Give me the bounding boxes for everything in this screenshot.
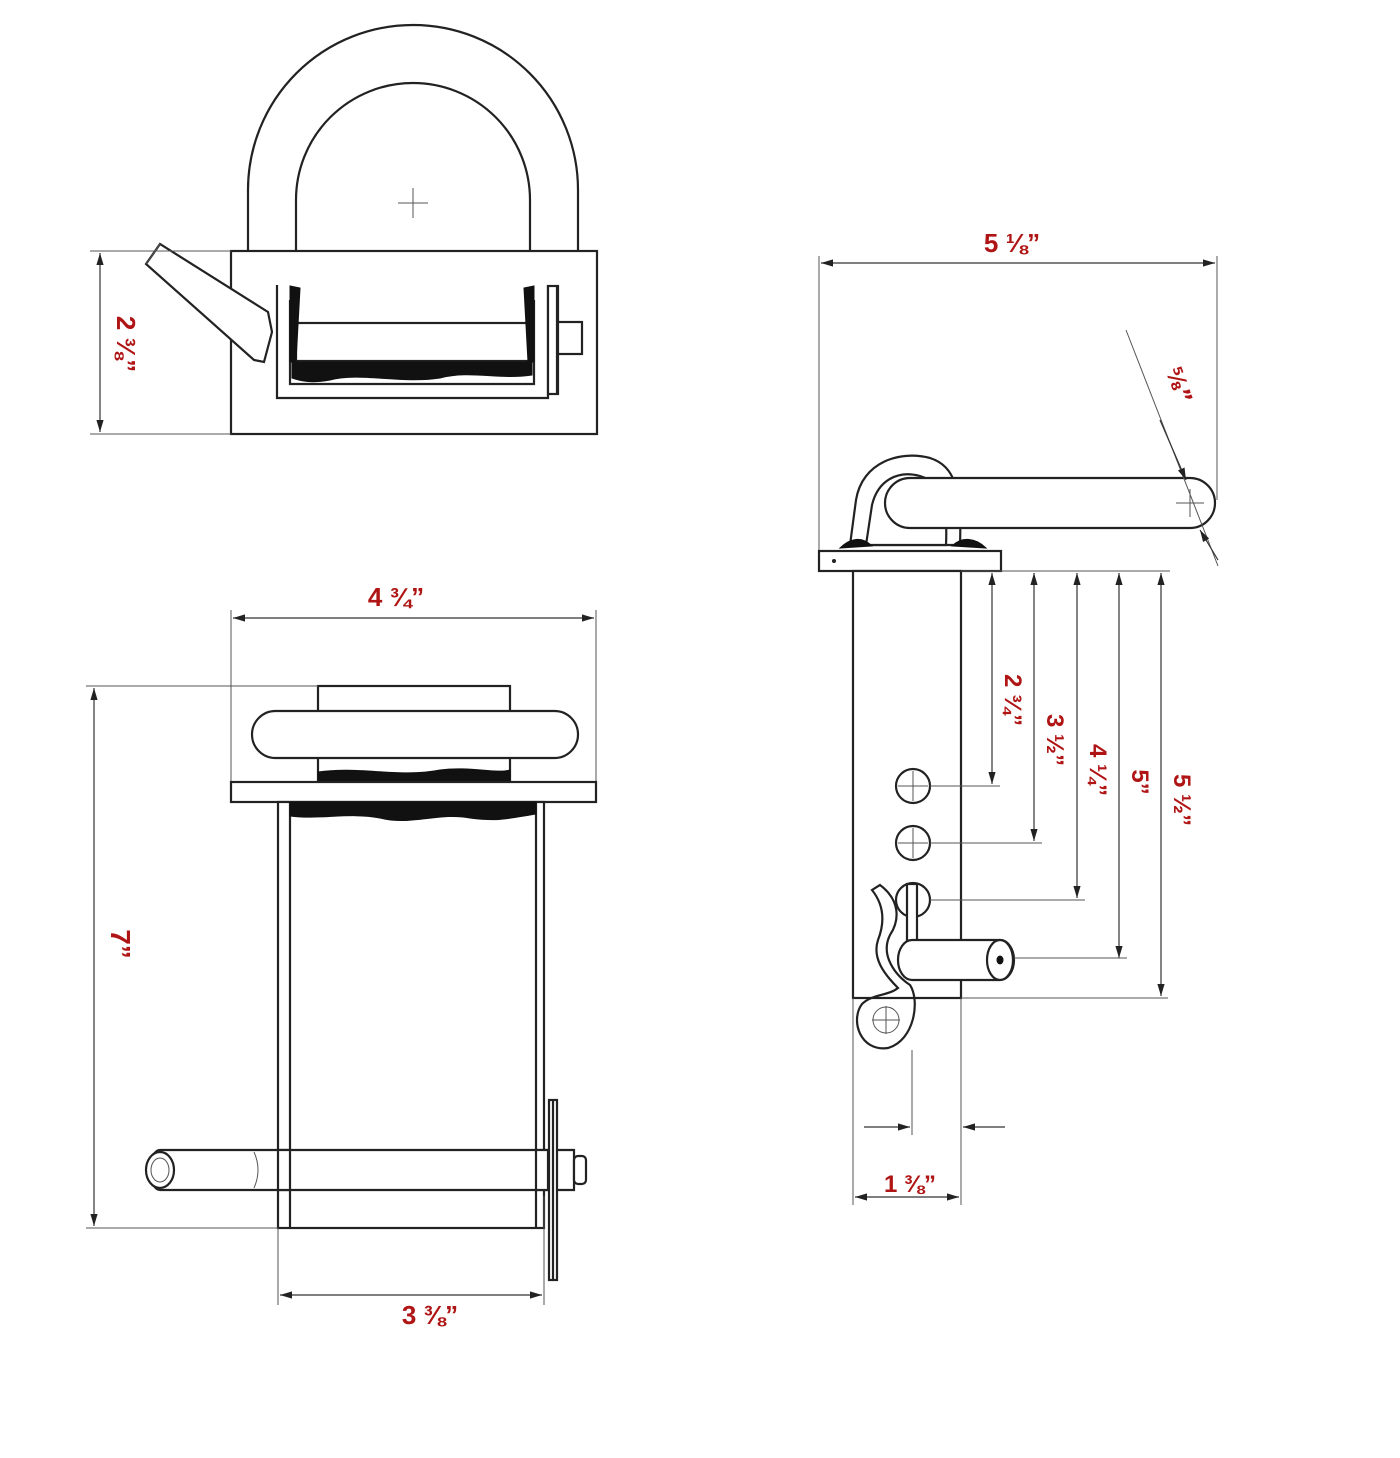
dim-tube-width: 3 ⅜”: [402, 1300, 458, 1330]
dim-hole-3-1-2: 3 ½”: [1041, 714, 1068, 766]
dim-overall-width: 5 ⅛”: [984, 228, 1040, 258]
side-view: 5 ⅛”: [817, 228, 1219, 1205]
dim-hole-4-1-4: 4 ¼”: [1084, 744, 1111, 796]
dim-side-width: 1 ⅜”: [884, 1171, 936, 1198]
dim-hole-5-1-2: 5 ½”: [1168, 774, 1195, 826]
front-view: 4 ¾” 7” 3 ⅜”: [86, 582, 598, 1330]
side-plate: [817, 549, 1003, 573]
top-inner-plate: [294, 321, 534, 363]
dim-top-height: 2 ⅜”: [111, 316, 141, 372]
front-pin: [148, 1148, 576, 1192]
side-hole-2: [894, 824, 932, 862]
front-weld: [289, 801, 537, 821]
dim-hole-5: 5”: [1126, 769, 1153, 794]
top-ring-outer: [246, 23, 580, 252]
top-ring-inner: [294, 81, 532, 252]
dim-pin-diameter: ⅝”: [1160, 364, 1196, 408]
dim-front-width: 4 ¾”: [368, 582, 424, 612]
side-hairpin-clip: [855, 883, 916, 1050]
dim-hole-2-3-4: 2 ¾”: [999, 674, 1026, 726]
top-weld: [291, 361, 533, 383]
top-center-mark: [398, 188, 428, 218]
top-pin-stub: [554, 320, 584, 356]
front-ring: [250, 709, 580, 760]
dim-front-height: 7”: [105, 929, 136, 959]
top-view: 2 ⅜”: [90, 23, 599, 436]
side-hole-1: [894, 767, 932, 805]
side-pin: [883, 476, 1217, 530]
front-plate: [229, 780, 598, 804]
